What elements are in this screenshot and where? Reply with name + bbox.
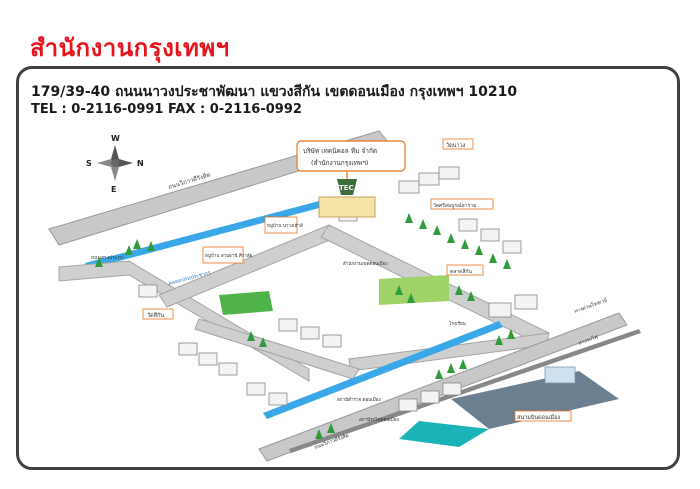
- canal-lower: [263, 321, 503, 419]
- company-callout-line1: บริษัท เทคนิคอล ทีม จำกัด: [303, 147, 377, 155]
- company-building: TEC: [318, 179, 376, 218]
- wat-naowong-label: วัดนาวง: [446, 142, 466, 149]
- compass-e-label: N: [137, 159, 144, 168]
- police-label: สถานีตำรวจ ดอนเมือง: [337, 396, 381, 403]
- road-left-horizontal: [58, 260, 310, 382]
- trees: [95, 213, 515, 439]
- building-cluster: [138, 166, 538, 412]
- airport-area: [399, 366, 619, 447]
- location-map: W E S N ถนนวิภาวดีรังสิต: [48, 130, 641, 462]
- district-office-label: สำนักงานเขตดอนเมือง: [343, 260, 388, 267]
- village-nawong-label: หมู่บ้าน นาวงเฮ้าส์: [267, 222, 303, 229]
- school-label: โรงเรียน: [449, 320, 466, 327]
- tollway-label: ทางด่วนโทลเวย์: [573, 296, 608, 314]
- village-srinives-label: หมู่บ้าน สวนธานี ศิวาลัย: [205, 253, 253, 259]
- landmarks: วัดนาวง วัดศรีสมบูรณ์ธาราม หมู่บ้าน นาวง…: [142, 138, 572, 423]
- park-area: [379, 275, 449, 305]
- compass-icon: W E S N: [86, 134, 144, 194]
- compass-n-label: W: [111, 134, 120, 143]
- bangkok-market-label: ตลาดสีกัน: [450, 268, 472, 275]
- don-mueang-airport-label: สนามบินดอนเมือง: [517, 414, 561, 421]
- map-card: 179/39-40 ถนนนาวงประชาพัฒนา แขวงสีกัน เข…: [16, 66, 680, 470]
- railway-station-label: สถานีรถไฟดอนเมือง: [359, 416, 399, 423]
- company-callout-line2: (สำนักงานกรุงเทพฯ): [311, 159, 368, 167]
- railway-line: [289, 329, 641, 453]
- compass-w-label: S: [86, 159, 92, 168]
- contact-text: TEL : 0-2116-0991 FAX : 0-2116-0992: [31, 102, 302, 117]
- canal-upper: [85, 201, 323, 269]
- wat-silan-label: วัดสีกัน: [147, 312, 164, 319]
- page-title: สำนักงานกรุงเทพฯ: [30, 34, 230, 62]
- company-building-label: TEC: [339, 184, 354, 192]
- company-callout: บริษัท เทคนิคอล ทีม จำกัด (สำนักงานกรุงเ…: [296, 140, 406, 179]
- songprapa-road-label: ถนนสรงประภา: [91, 255, 124, 261]
- compass-s-label: E: [111, 185, 116, 194]
- wat-sri-somboon-label: วัดศรีสมบูรณ์ธาราม: [433, 202, 476, 209]
- address-text: 179/39-40 ถนนนาวงประชาพัฒนา แขวงสีกัน เข…: [31, 84, 518, 100]
- field-area: [219, 291, 273, 315]
